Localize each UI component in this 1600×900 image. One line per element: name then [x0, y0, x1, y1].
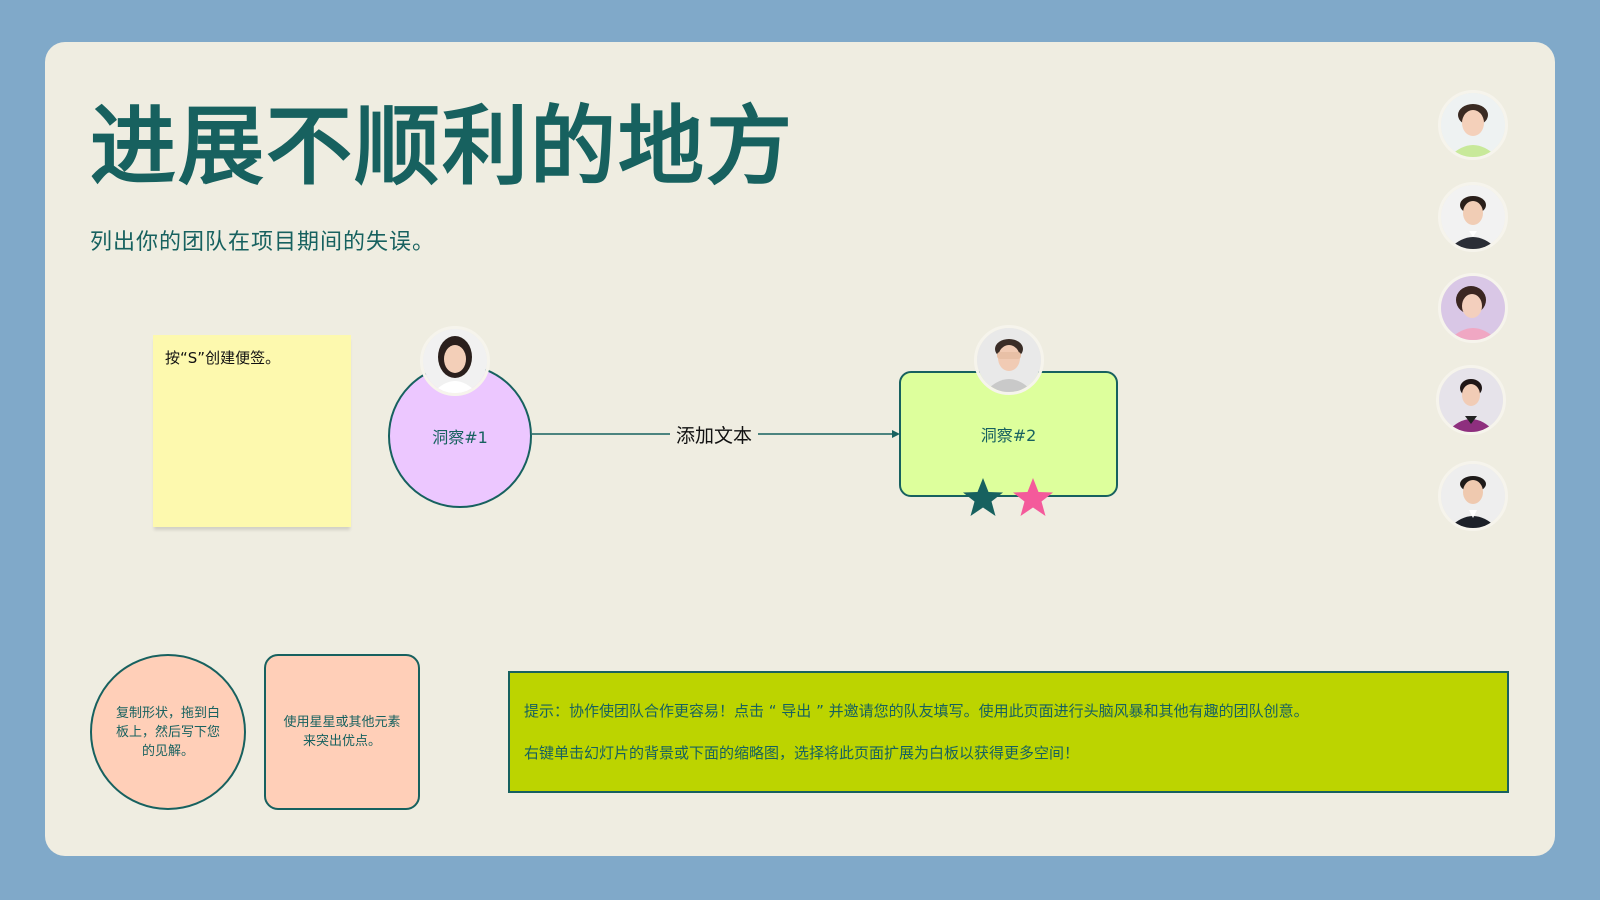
avatar-insight1: [420, 326, 490, 396]
star-tip-note-text: 使用星星或其他元素来突出优点。: [283, 715, 401, 749]
tip-box[interactable]: 提示：协作使团队合作更容易！点击 “ 导出 ” 并邀请您的队友填写。使用此页面进…: [508, 671, 1509, 793]
tip-line-1: 提示：协作使团队合作更容易！点击 “ 导出 ” 并邀请您的队友填写。使用此页面进…: [524, 702, 1309, 720]
avatar-1[interactable]: [1438, 90, 1508, 160]
avatar-3[interactable]: [1438, 273, 1508, 343]
page-title: 进展不顺利的地方: [90, 97, 794, 197]
avatar-5[interactable]: [1438, 461, 1508, 531]
connector-label[interactable]: 添加文本: [670, 421, 759, 448]
avatar-2[interactable]: [1438, 182, 1508, 252]
page-subtitle: 列出你的团队在项目期间的失误。: [90, 230, 436, 255]
sticky-note[interactable]: 按“S”创建便签。: [153, 335, 351, 527]
star-teal-icon[interactable]: [961, 476, 1005, 520]
insight-1-label: 洞察#1: [432, 428, 488, 447]
avatar-insight2: [974, 325, 1044, 395]
insight-2-label: 洞察#2: [980, 426, 1037, 445]
copy-shape-note[interactable]: 复制形状，拖到白板上，然后写下您的见解。: [90, 654, 246, 810]
copy-shape-note-text: 复制形状，拖到白板上，然后写下您的见解。: [115, 705, 220, 759]
sticky-note-text: 按“S”创建便签。: [165, 349, 281, 367]
star-tip-note[interactable]: 使用星星或其他元素来突出优点。: [264, 654, 420, 810]
avatar-4[interactable]: [1436, 365, 1506, 435]
tip-line-2: 右键单击幻灯片的背景或下面的缩略图，选择将此页面扩展为白板以获得更多空间！: [524, 744, 1080, 762]
star-pink-icon[interactable]: [1011, 476, 1055, 520]
